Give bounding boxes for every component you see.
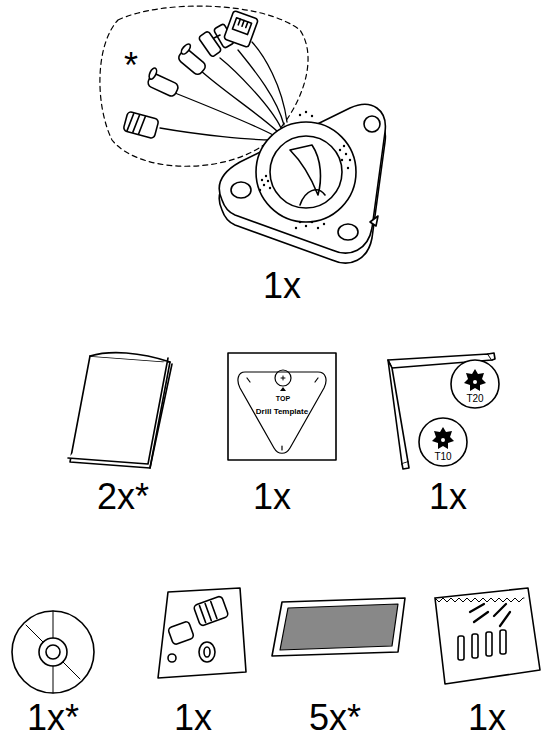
optional-mark: * [124, 48, 138, 84]
rj45-connector [224, 10, 259, 47]
screw-bag [435, 588, 540, 684]
quantity-label: 1x [253, 479, 291, 515]
bit-size-label: T20 [466, 394, 483, 404]
fisheye-camera [219, 104, 385, 263]
quantity-label: 1x* [27, 700, 79, 736]
quantity-label: 2x* [97, 479, 149, 515]
torx-wrench [388, 353, 499, 469]
quantity-label: 1x [263, 268, 301, 304]
bit-size-label: T10 [434, 452, 451, 462]
cd-disc [12, 611, 94, 693]
cables [160, 42, 287, 140]
template-text: Drill Template [256, 408, 308, 416]
manual-booklet [68, 353, 172, 468]
quantity-label: 1x [174, 700, 212, 736]
quantity-label: 5x* [309, 700, 361, 736]
accessory-bag [158, 588, 246, 678]
template-text: TOP [276, 395, 290, 402]
quantity-label: 1x [429, 479, 467, 515]
torx-symbol [432, 369, 486, 449]
dc-jack [146, 43, 207, 98]
desiccant-sheet [272, 598, 405, 656]
drill-template [228, 353, 336, 460]
bnc-connector [123, 111, 159, 139]
quantity-label: 1x [468, 700, 506, 736]
